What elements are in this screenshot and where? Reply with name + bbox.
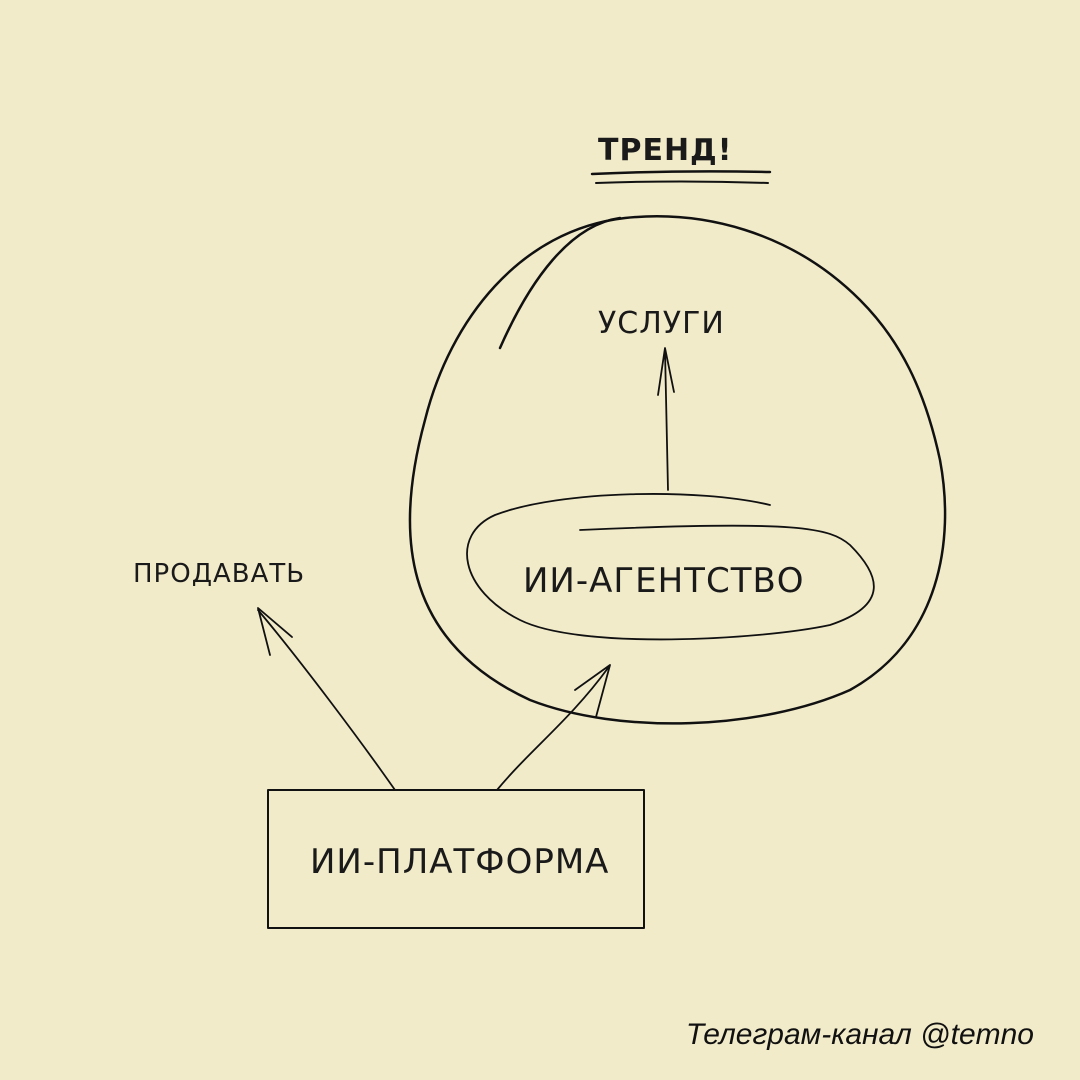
title-underline-1 <box>590 170 772 176</box>
node-platform: ИИ-ПЛАТФОРМА <box>310 842 609 882</box>
blob-accent-stroke <box>498 216 622 350</box>
arrow-agency-to-services <box>657 347 675 491</box>
trend-blob <box>408 215 947 725</box>
arrow-platform-to-sell <box>257 607 396 791</box>
agency-ellipse <box>466 493 875 641</box>
footer-channel: Телеграм-канал @temno <box>685 1018 1034 1051</box>
arrow-platform-to-agency <box>496 664 611 791</box>
title-trend: ТРЕНД! <box>598 133 732 168</box>
platform-box <box>267 789 645 929</box>
title-underline-2 <box>595 180 769 184</box>
node-services: УСЛУГИ <box>598 306 725 341</box>
node-sell: ПРОДАВАТЬ <box>133 559 305 589</box>
node-agency: ИИ-АГЕНТСТВО <box>523 561 805 601</box>
